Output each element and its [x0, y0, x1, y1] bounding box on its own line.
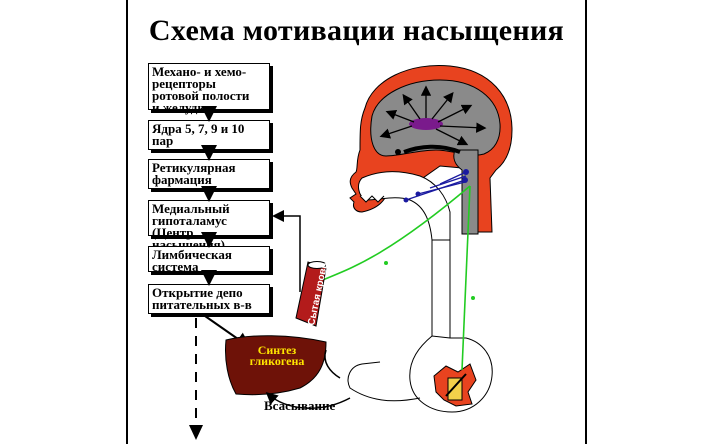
- teeth: [359, 195, 385, 203]
- liver: [225, 335, 327, 396]
- blood-to-hypothalamus-arrow: [272, 210, 301, 292]
- absorption-label: Всасывание: [264, 398, 336, 413]
- dashed-down-arrow: [189, 318, 203, 440]
- diagram-title: Схема мотивации насыщения: [148, 14, 565, 47]
- green-nerve-fibers: [317, 185, 471, 371]
- esophagus: [431, 240, 451, 341]
- brainstem-pathway: [403, 144, 461, 154]
- stomach-receptors: [433, 363, 477, 407]
- intestine: [347, 361, 421, 402]
- brain-arrows: [379, 85, 487, 146]
- hypothalamus: [409, 118, 443, 130]
- box-depot: Открытие депо питательных в-в: [148, 284, 270, 314]
- blood-vessel: [295, 261, 327, 327]
- slide-frame: [126, 0, 587, 444]
- absorption-arrows: [265, 349, 351, 409]
- blue-nerve-fibers: [405, 171, 467, 201]
- brainstem: [453, 149, 479, 235]
- box-limbic: Лимбическая система: [148, 246, 270, 273]
- receptor-dots: [403, 169, 469, 203]
- box-receptors: Механо- и хемо- рецепторы ротовой полост…: [148, 63, 270, 114]
- liver-label: Синтез гликогена: [249, 343, 305, 368]
